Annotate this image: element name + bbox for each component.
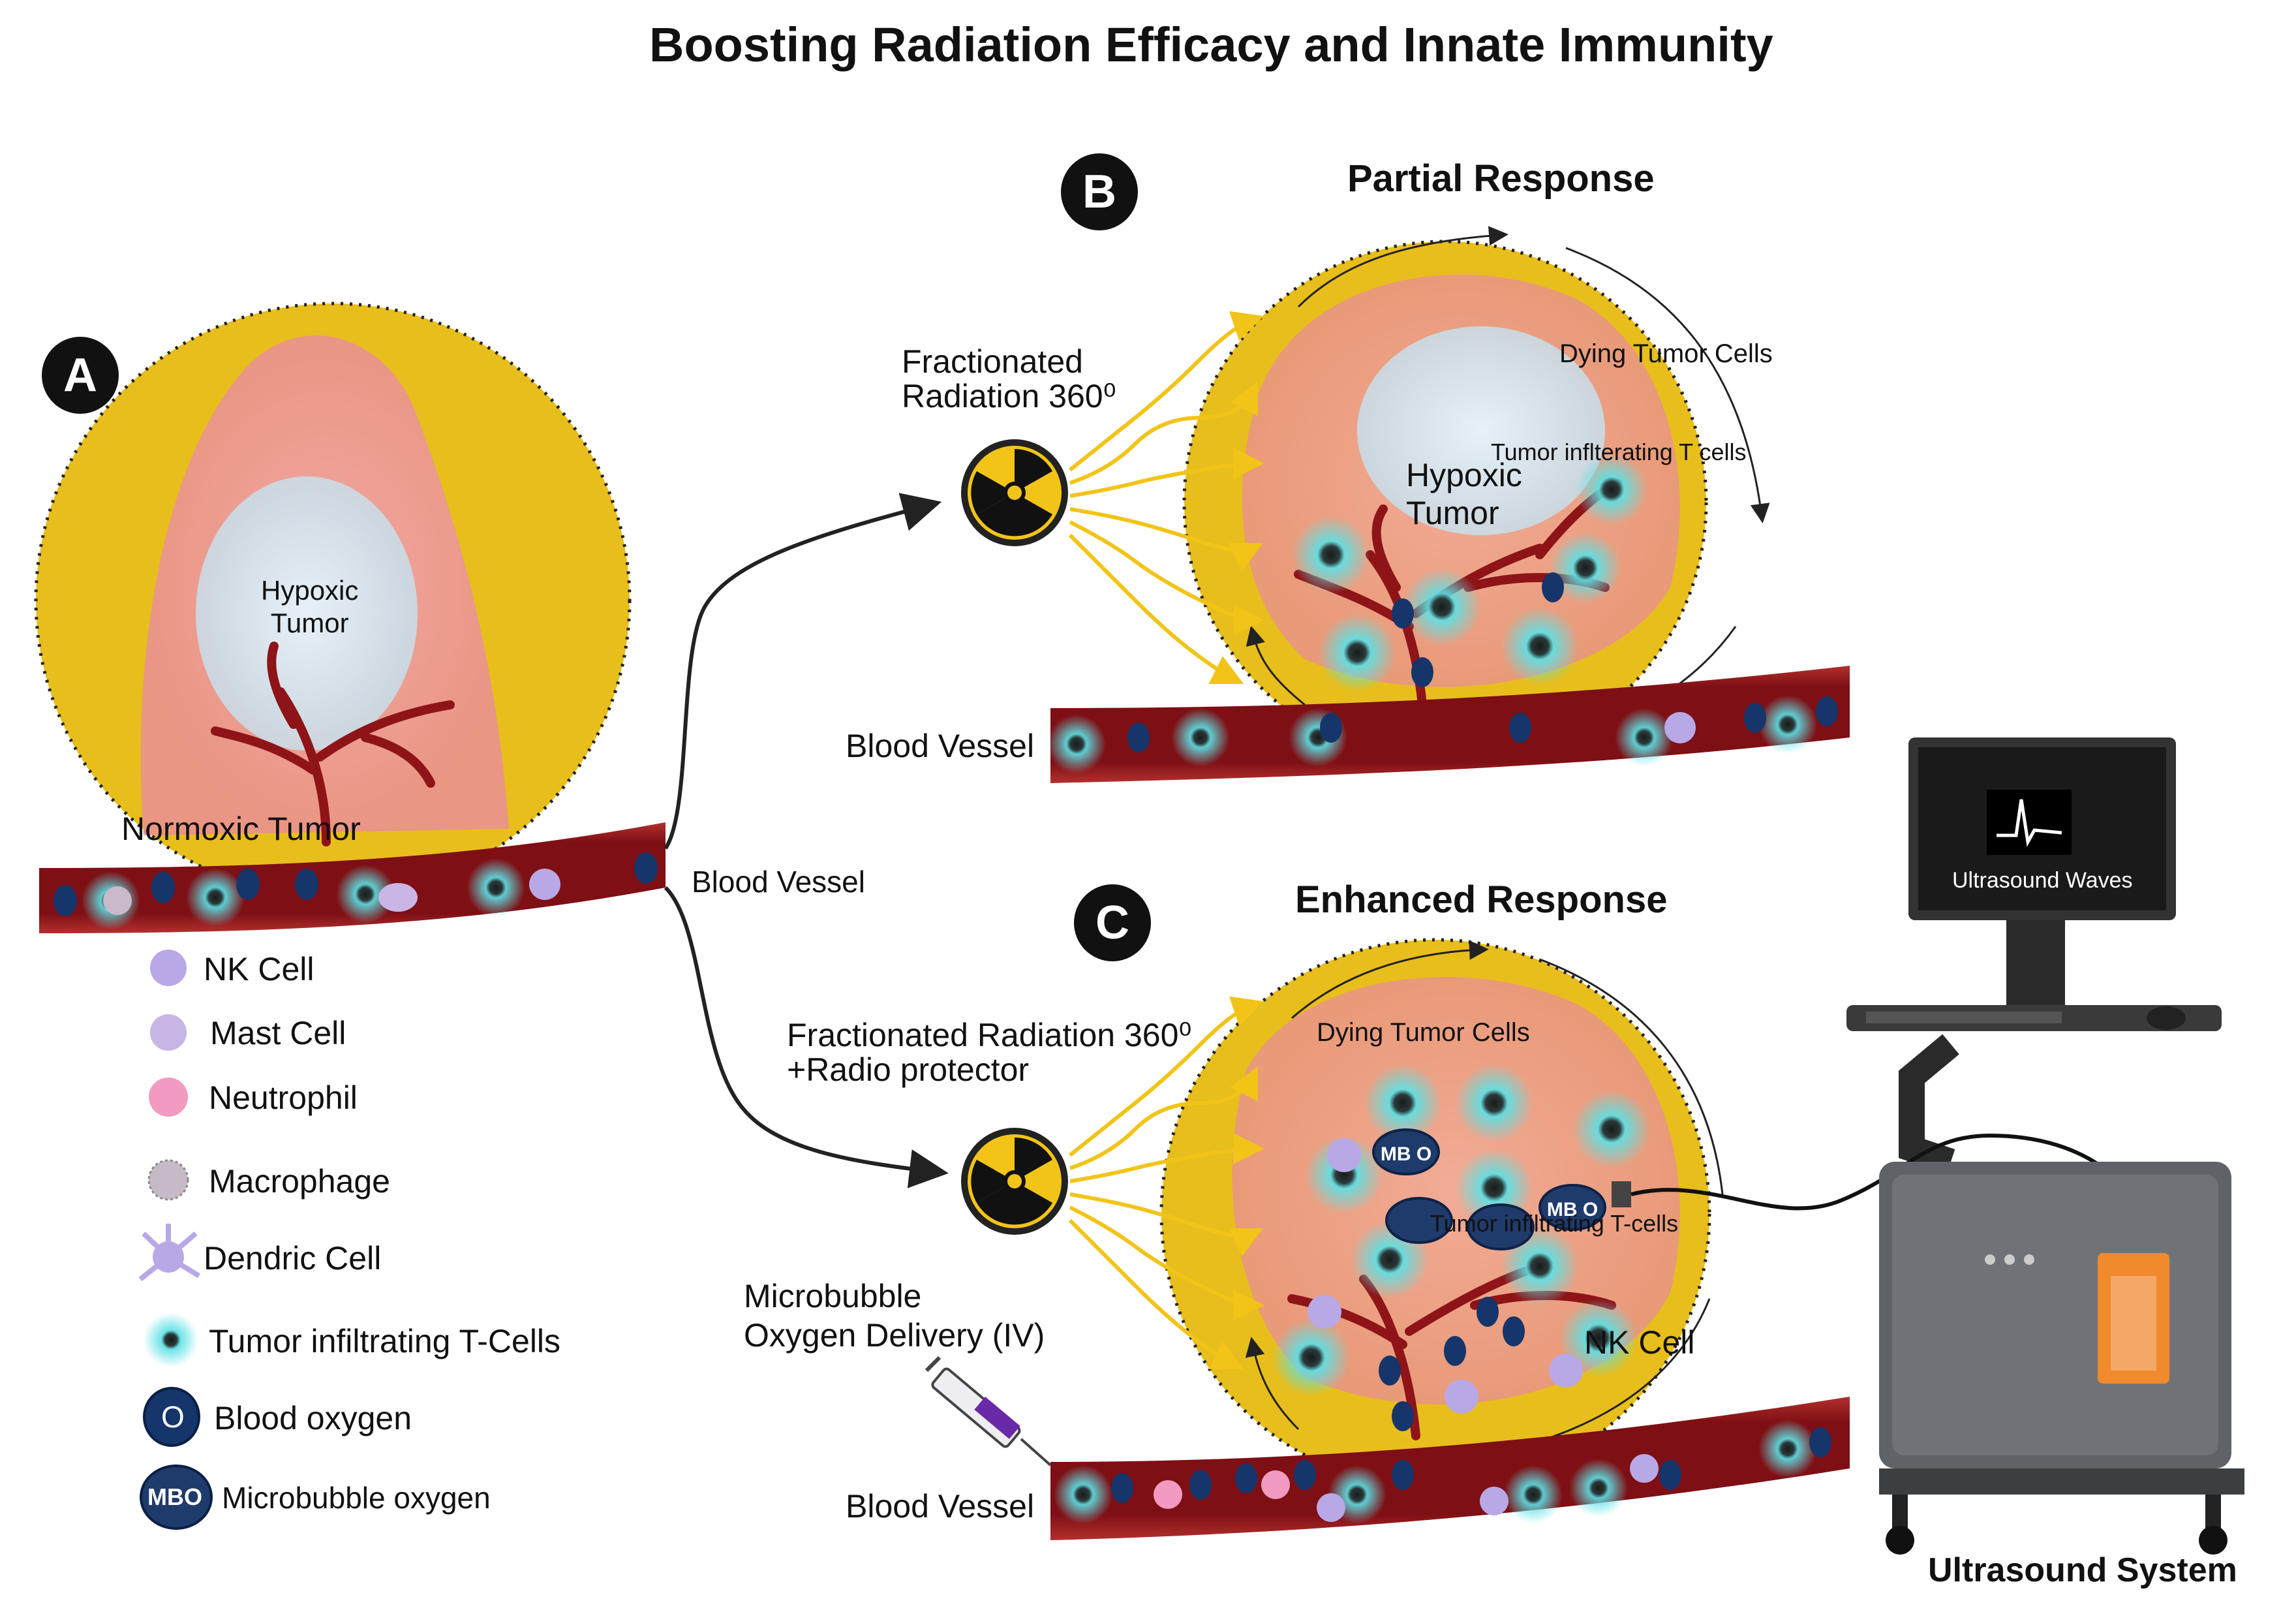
- microbubble-icon: [140, 1465, 213, 1530]
- panel-b-hypoxic-label: Hypoxic Tumor: [1406, 457, 1522, 531]
- panel-c-radiation-source: [961, 1128, 1068, 1235]
- neutrophil-icon: [149, 1078, 188, 1117]
- panel-b-letter: B: [1061, 153, 1138, 230]
- arrow-to-panel-b: [664, 493, 942, 850]
- legend-label-macrophage: Macrophage: [209, 1163, 390, 1200]
- legend-label-nk-cell: NK Cell: [204, 951, 314, 987]
- panel-a-hypoxic-label: Hypoxic Tumor: [261, 575, 359, 639]
- panel-b-vessel: [1047, 666, 1850, 783]
- legend-label-mast-cell: Mast Cell: [210, 1015, 346, 1051]
- ultrasound-stand: [1846, 920, 2222, 1174]
- panel-b-radiation-label: Fractionated Radiation 360⁰: [902, 343, 1116, 414]
- nk-cell-icon: [150, 950, 187, 986]
- macrophage-icon: [147, 1159, 189, 1201]
- panel-b-dying-cells-label: Dying Tumor Cells: [1559, 339, 1773, 368]
- legend-glyph-microbubble: MBO: [147, 1483, 202, 1510]
- panel-c-t-cells-label: Tumor infiltrating T-cells: [1430, 1210, 1679, 1237]
- panel-c-blood-vessel-label: Blood Vessel: [846, 1488, 1035, 1525]
- panel-c-letter: C: [1074, 884, 1151, 961]
- arrow-to-panel-c: [664, 886, 949, 1188]
- mbo-label-2: MB O: [1547, 1199, 1598, 1220]
- ultrasound-cart: [1879, 1162, 2244, 1555]
- mbo-label-1: MB O: [1381, 1143, 1431, 1165]
- panel-c-radiation-rays: [1068, 996, 1264, 1370]
- ultrasound-monitor: [1908, 737, 2176, 920]
- panel-c-dying-cells-label: Dying Tumor Cells: [1317, 1018, 1530, 1047]
- syringe-icon: [925, 1356, 1052, 1466]
- panel-b-blood-vessel-label: Blood Vessel: [846, 728, 1035, 764]
- legend-glyph-blood-oxygen: O: [161, 1400, 185, 1434]
- panel-b-heading: Partial Response: [1347, 157, 1655, 200]
- panel-a-normoxic-label: Normoxic Tumor: [121, 811, 361, 847]
- panel-c-vessel: [1050, 1397, 1850, 1540]
- ultrasound-system-label: Ultrasound System: [1928, 1551, 2237, 1589]
- ultrasound-screen-label: Ultrasound Waves: [1952, 868, 2133, 893]
- panel-a-vessel-cells: [54, 852, 658, 930]
- dendritic-cell-icon: [138, 1224, 201, 1282]
- panel-c-microbubble-label: Microbubble Oxygen Delivery (IV): [744, 1278, 1045, 1354]
- legend-label-microbubble: Microbubble oxygen: [222, 1481, 491, 1515]
- mast-cell-icon: [150, 1014, 187, 1051]
- panel-a-tumor: [34, 302, 632, 899]
- panel-a-letter: A: [42, 337, 119, 414]
- figure-title: Boosting Radiation Efficacy and Innate I…: [649, 18, 1773, 72]
- legend-label-t-cells: Tumor infiltrating T-Cells: [209, 1323, 561, 1359]
- panel-c-heading: Enhanced Response: [1295, 878, 1668, 921]
- legend-label-dendritic-cell: Dendric Cell: [204, 1240, 382, 1277]
- panel-c-radiation-label: Fractionated Radiation 360⁰ +Radio prote…: [787, 1017, 1192, 1088]
- legend-label-neutrophil: Neutrophil: [209, 1079, 358, 1116]
- t-cell-icon: [144, 1312, 198, 1367]
- blood-oxygen-icon: [143, 1387, 200, 1447]
- panel-b-t-cells-label: Tumor inflterating T cells: [1491, 439, 1747, 465]
- legend-label-blood-oxygen: Blood oxygen: [214, 1400, 412, 1436]
- panel-b-radiation-rays: [1068, 311, 1264, 685]
- panel-c-microbubbles: MB O MB O: [1372, 1128, 1606, 1250]
- panel-c-nk-cell-label: NK Cell: [1584, 1324, 1695, 1361]
- panel-b-radiation-source: [961, 439, 1068, 546]
- legend-icons: [138, 950, 213, 1530]
- panel-a-blood-vessel-label: Blood Vessel: [692, 865, 865, 899]
- panel-b-tumor: [1182, 240, 1708, 766]
